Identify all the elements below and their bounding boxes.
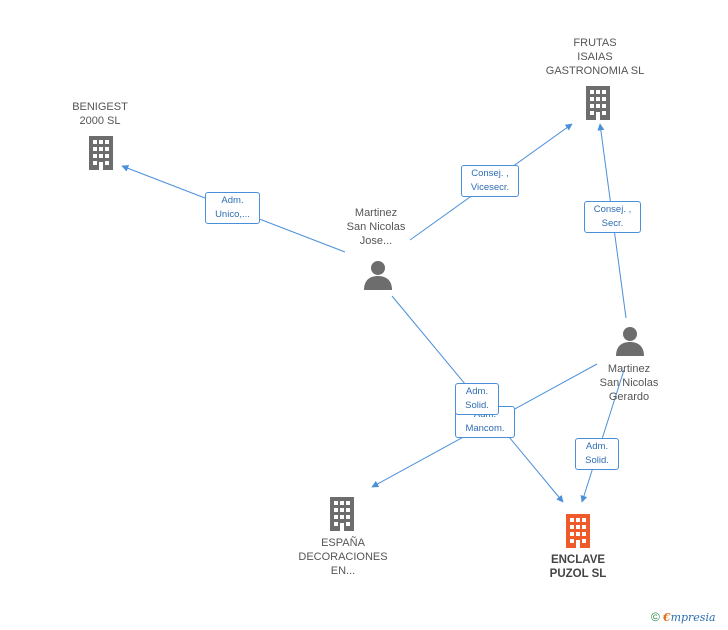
building-focus-icon[interactable] (563, 514, 593, 548)
relation-badge-gerardo-enclave[interactable]: Adm. Solid. (575, 438, 619, 470)
relation-badge-gerardo-frutas[interactable]: Consej. , Secr. (584, 201, 641, 233)
copyright-symbol: © (651, 610, 660, 624)
relation-badge-jose-enclave[interactable]: Adm. Solid. (455, 383, 499, 415)
relation-badge-jose-benigest[interactable]: Adm. Unico,... (205, 192, 260, 224)
footer-brand: © €mpresia (651, 610, 716, 624)
node-label-gerardo: Martinez San Nicolas Gerardo (599, 363, 659, 403)
node-label-jose: Martinez San Nicolas Jose... (346, 207, 406, 247)
brand-logo-e: € (662, 611, 671, 624)
node-label-benigest: BENIGEST 2000 SL (72, 101, 128, 127)
person-icon[interactable] (615, 326, 645, 356)
building-icon[interactable] (86, 136, 116, 170)
node-label-frutas: FRUTAS ISAIAS GASTRONOMIA SL (545, 37, 645, 77)
node-label-espana: ESPAÑA DECORACIONES EN... (298, 537, 388, 577)
brand-name: mpresia (670, 611, 716, 624)
edge-gerardo-enclave (580, 369, 625, 503)
relation-badge-jose-frutas[interactable]: Consej. , Vicesecr. (461, 165, 519, 197)
building-icon[interactable] (583, 86, 613, 120)
person-icon[interactable] (363, 260, 393, 290)
node-label-enclave: ENCLAVE PUZOL SL (549, 554, 607, 580)
building-icon[interactable] (327, 497, 357, 531)
